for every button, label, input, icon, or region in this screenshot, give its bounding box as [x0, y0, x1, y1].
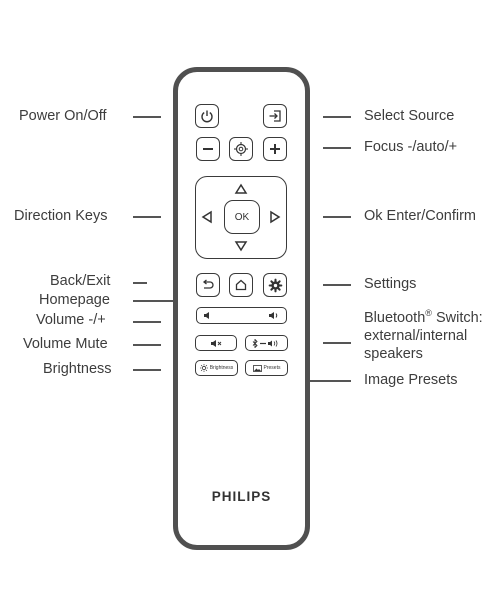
volume-up-icon: [269, 312, 278, 319]
power-icon: [201, 110, 213, 123]
source-button[interactable]: [263, 104, 287, 128]
arrow-up-icon: [234, 183, 248, 194]
label-volume: Volume -/+: [36, 312, 106, 328]
power-button[interactable]: [195, 104, 219, 128]
back-button[interactable]: [196, 273, 220, 297]
gear-icon: [268, 278, 282, 292]
home-button[interactable]: [229, 273, 253, 297]
label-bluetooth-switch: Bluetooth® Switch: external/internal spe…: [364, 309, 483, 363]
focus-plus-button[interactable]: [263, 137, 287, 161]
focus-auto-button[interactable]: [229, 137, 253, 161]
bluetooth-switch-button[interactable]: [245, 335, 288, 351]
speaker-icon: [211, 339, 222, 347]
settings-button[interactable]: [263, 273, 287, 297]
bluetooth-icon: [252, 338, 277, 348]
minus-icon: [203, 148, 213, 150]
label-power: Power On/Off: [19, 108, 107, 124]
plus-icon: [270, 144, 280, 154]
label-settings: Settings: [364, 276, 417, 292]
label-focus: Focus -/auto/+: [364, 139, 458, 155]
leader-line-volume: [133, 321, 161, 323]
leader-line-settings: [323, 284, 351, 286]
label-select-source: Select Source: [364, 108, 455, 124]
leader-line-brightness: [133, 369, 161, 371]
home-icon: [235, 279, 247, 291]
sun-icon: [199, 364, 208, 372]
label-bluetooth-line1: Bluetooth: [364, 310, 426, 326]
arrow-left-icon: [201, 210, 212, 224]
leader-line-ok: [323, 216, 351, 218]
ok-button[interactable]: OK: [224, 200, 260, 234]
arrow-right-button[interactable]: [268, 209, 282, 225]
leader-line-source: [323, 116, 351, 118]
label-homepage: Homepage: [39, 292, 110, 308]
presets-button[interactable]: Presets: [245, 360, 288, 376]
presets-key-label: Presets: [263, 365, 281, 371]
source-icon: [269, 110, 281, 122]
arrow-down-button[interactable]: [233, 239, 249, 253]
volume-down-icon: [204, 312, 209, 319]
leader-line-mute: [133, 344, 161, 346]
leader-line-bluetooth: [323, 342, 351, 344]
focus-minus-button[interactable]: [196, 137, 220, 161]
label-bluetooth-registered: ®: [425, 308, 432, 319]
label-ok-enter: Ok Enter/Confirm: [364, 208, 476, 224]
focus-target-icon: [234, 142, 248, 156]
arrow-up-button[interactable]: [233, 182, 249, 196]
leader-line-focus: [323, 147, 351, 149]
back-icon: [202, 279, 214, 289]
label-brightness: Brightness: [43, 361, 112, 377]
arrow-down-icon: [234, 241, 248, 252]
leader-line-back: [133, 282, 147, 284]
label-volume-mute: Volume Mute: [23, 336, 108, 352]
label-direction-keys: Direction Keys: [14, 208, 108, 224]
volume-rocker[interactable]: [196, 307, 287, 324]
label-bluetooth-line2: external/internal: [364, 328, 468, 344]
label-image-presets: Image Presets: [364, 372, 458, 388]
brand-logo: PHILIPS: [211, 489, 272, 504]
label-bluetooth-line1-end: Switch:: [431, 310, 483, 326]
image-icon: [252, 364, 262, 372]
leader-line-power: [133, 116, 161, 118]
arrow-left-button[interactable]: [200, 209, 214, 225]
ok-label: OK: [234, 211, 250, 223]
leader-line-direction: [133, 216, 161, 218]
mute-button[interactable]: [195, 335, 237, 351]
brightness-key-label: Brightness: [209, 365, 234, 371]
arrow-right-icon: [270, 210, 281, 224]
brightness-button[interactable]: Brightness: [195, 360, 238, 376]
label-bluetooth-line3: speakers: [364, 346, 423, 362]
label-back-exit: Back/Exit: [50, 273, 111, 289]
